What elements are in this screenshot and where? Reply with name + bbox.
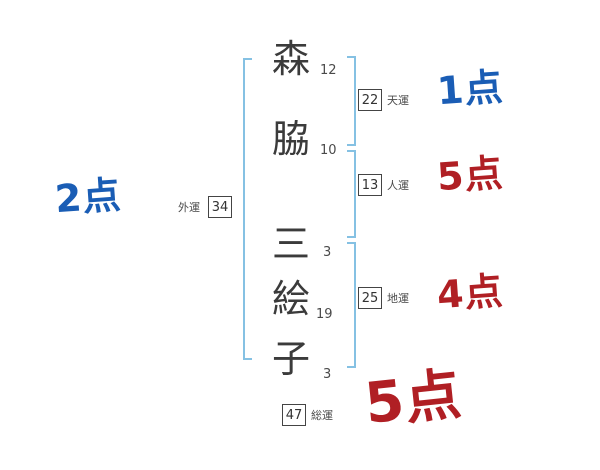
outer-luck-value-box: 34 [208,196,232,218]
name-char: 三 [272,222,311,266]
earth-luck-value-box: 25 [358,287,382,309]
stroke-count: 3 [323,367,332,382]
outer-luck-label: 外運 [178,201,200,214]
stroke-count: 3 [323,245,332,260]
person-luck-score: 5点 [435,150,505,200]
total-luck-score: 5点 [361,362,466,437]
heaven-luck-value-box: 22 [358,89,382,111]
name-char: 森 [272,37,311,81]
heaven-luck-bracket [347,56,356,146]
stroke-count: 19 [316,307,333,322]
stroke-count: 10 [320,143,337,158]
total-luck-label: 総運 [311,409,333,422]
outer-luck-score: 2点 [53,172,123,222]
earth-luck-score: 4点 [435,268,505,318]
heaven-luck-score: 1点 [435,64,505,114]
person-luck-value-box: 13 [358,174,382,196]
name-char: 脇 [272,117,311,161]
heaven-luck-label: 天運 [387,94,409,107]
name-char: 絵 [272,277,311,321]
earth-luck-label: 地運 [387,292,409,305]
outer-luck-bracket [243,58,252,360]
earth-luck-bracket [347,242,356,368]
person-luck-bracket [347,150,356,238]
person-luck-label: 人運 [387,179,409,192]
name-char: 子 [272,337,311,381]
stroke-count: 12 [320,63,337,78]
total-luck-value-box: 47 [282,404,306,426]
